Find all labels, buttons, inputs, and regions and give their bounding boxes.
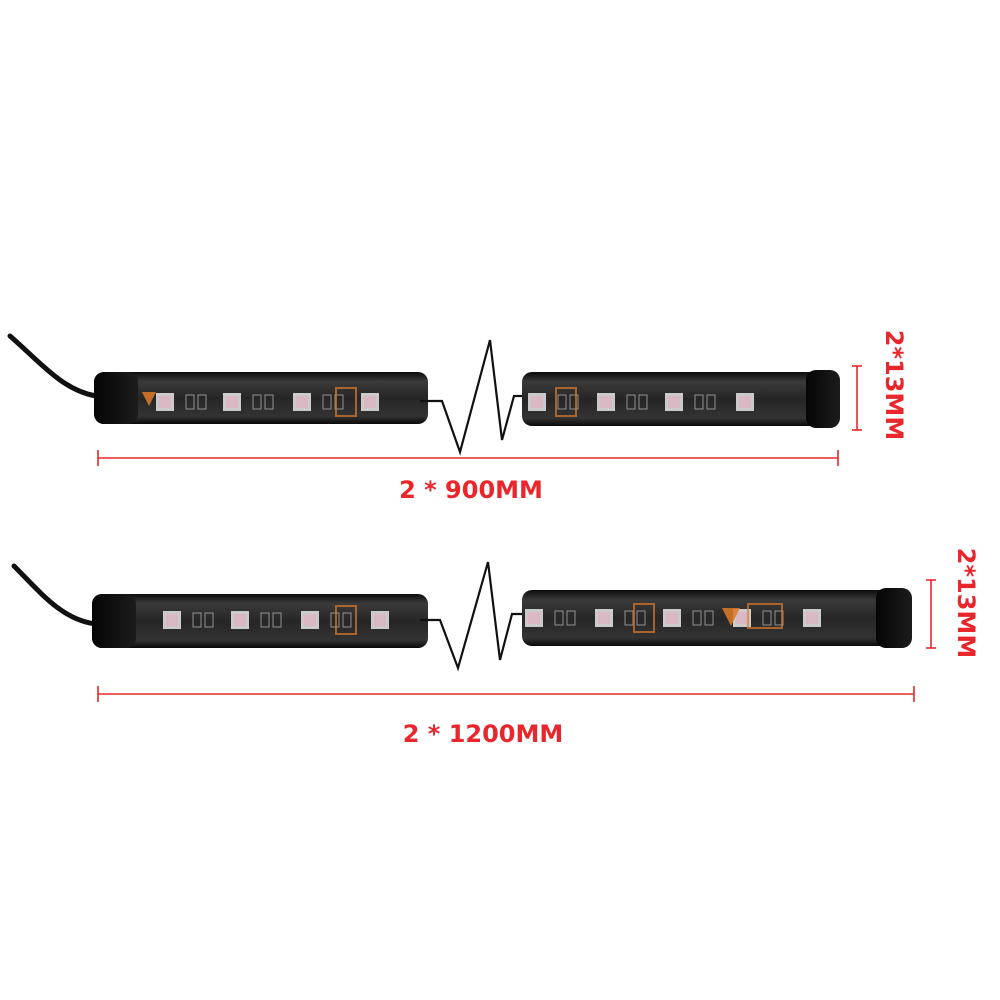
led-chip (293, 393, 311, 411)
width-label: 2*13MM (952, 548, 980, 658)
led-chip (156, 393, 174, 411)
led-chip (528, 393, 546, 411)
resistor-component (554, 610, 576, 626)
length-label: 2 * 1200MM (403, 720, 564, 748)
length-dimension-900 (97, 450, 839, 466)
resistor-component (692, 610, 714, 626)
resistor-component (260, 612, 282, 628)
power-cable (7, 333, 99, 399)
led-chip (595, 609, 613, 627)
strip-900-left-segment (94, 372, 428, 424)
brand-logo (555, 387, 577, 417)
power-cable (11, 563, 99, 627)
resistor-component (557, 394, 579, 410)
width-label: 2*13MM (880, 330, 908, 440)
resistor-component (252, 394, 274, 410)
led-chip (361, 393, 379, 411)
led-chip (223, 393, 241, 411)
resistor-component (185, 394, 207, 410)
brand-logo (633, 603, 783, 633)
width-dimension-1200 (926, 579, 936, 649)
break-symbol (420, 339, 528, 456)
width-dimension-900 (852, 365, 862, 431)
led-chip (231, 611, 249, 629)
led-chip (733, 609, 751, 627)
strip-1200-left-segment (92, 594, 428, 648)
break-symbol (420, 561, 526, 672)
led-chip (663, 609, 681, 627)
strip-1200-group: 2*13MM 2 * 1200MM (11, 548, 980, 748)
led-chip (803, 609, 821, 627)
led-chip (665, 393, 683, 411)
resistor-component (192, 612, 214, 628)
led-chip (525, 609, 543, 627)
led-chip (371, 611, 389, 629)
strip-900-group: 2*13MM 2 * 900MM (7, 330, 908, 504)
brand-logo (142, 387, 357, 417)
led-chip (736, 393, 754, 411)
strip-900-right-segment (522, 370, 840, 428)
length-dimension-1200 (97, 686, 915, 702)
brand-logo (335, 605, 357, 635)
strip-1200-right-segment (522, 588, 912, 648)
led-chip (597, 393, 615, 411)
led-chip (163, 611, 181, 629)
led-chip (301, 611, 319, 629)
length-label: 2 * 900MM (399, 476, 543, 504)
resistor-component (626, 394, 648, 410)
resistor-component (694, 394, 716, 410)
